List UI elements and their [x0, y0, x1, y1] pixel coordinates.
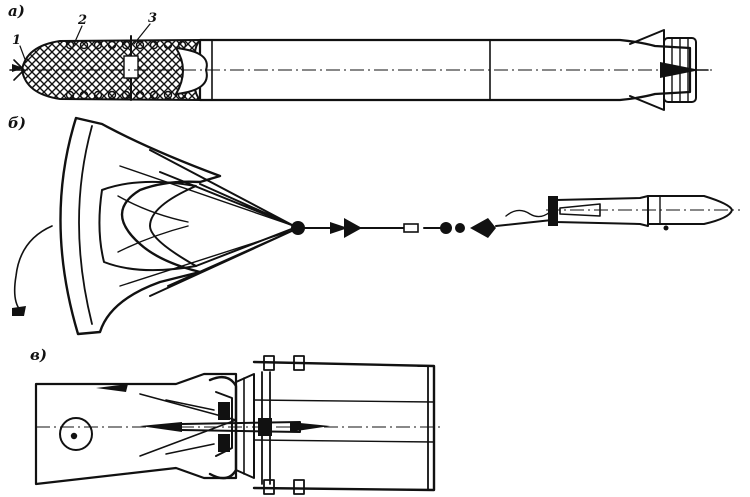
towed-torpedo-b	[546, 195, 740, 231]
panel-b: б)	[8, 114, 740, 336]
callouts: 1 2 3	[12, 11, 157, 63]
parachute-canopy	[12, 116, 222, 336]
panel-a: а)	[8, 2, 712, 111]
callout-3: 3	[148, 11, 157, 26]
panel-a-label: а)	[8, 2, 25, 20]
panel-b-label: б)	[8, 114, 26, 132]
panel-c-label: в)	[30, 346, 47, 364]
torpedo-nose-mesh	[9, 35, 208, 102]
propeller-housing	[252, 355, 436, 495]
panel-c: в)	[30, 346, 440, 495]
callout-1: 1	[12, 33, 21, 48]
callout-2: 2	[77, 13, 87, 28]
tail-fins	[34, 372, 238, 486]
torpedo-body	[198, 29, 709, 111]
tow-line	[291, 209, 553, 238]
rudder-assembly	[208, 373, 255, 480]
drive-shaft	[36, 418, 440, 436]
suspension-lines	[119, 149, 295, 297]
